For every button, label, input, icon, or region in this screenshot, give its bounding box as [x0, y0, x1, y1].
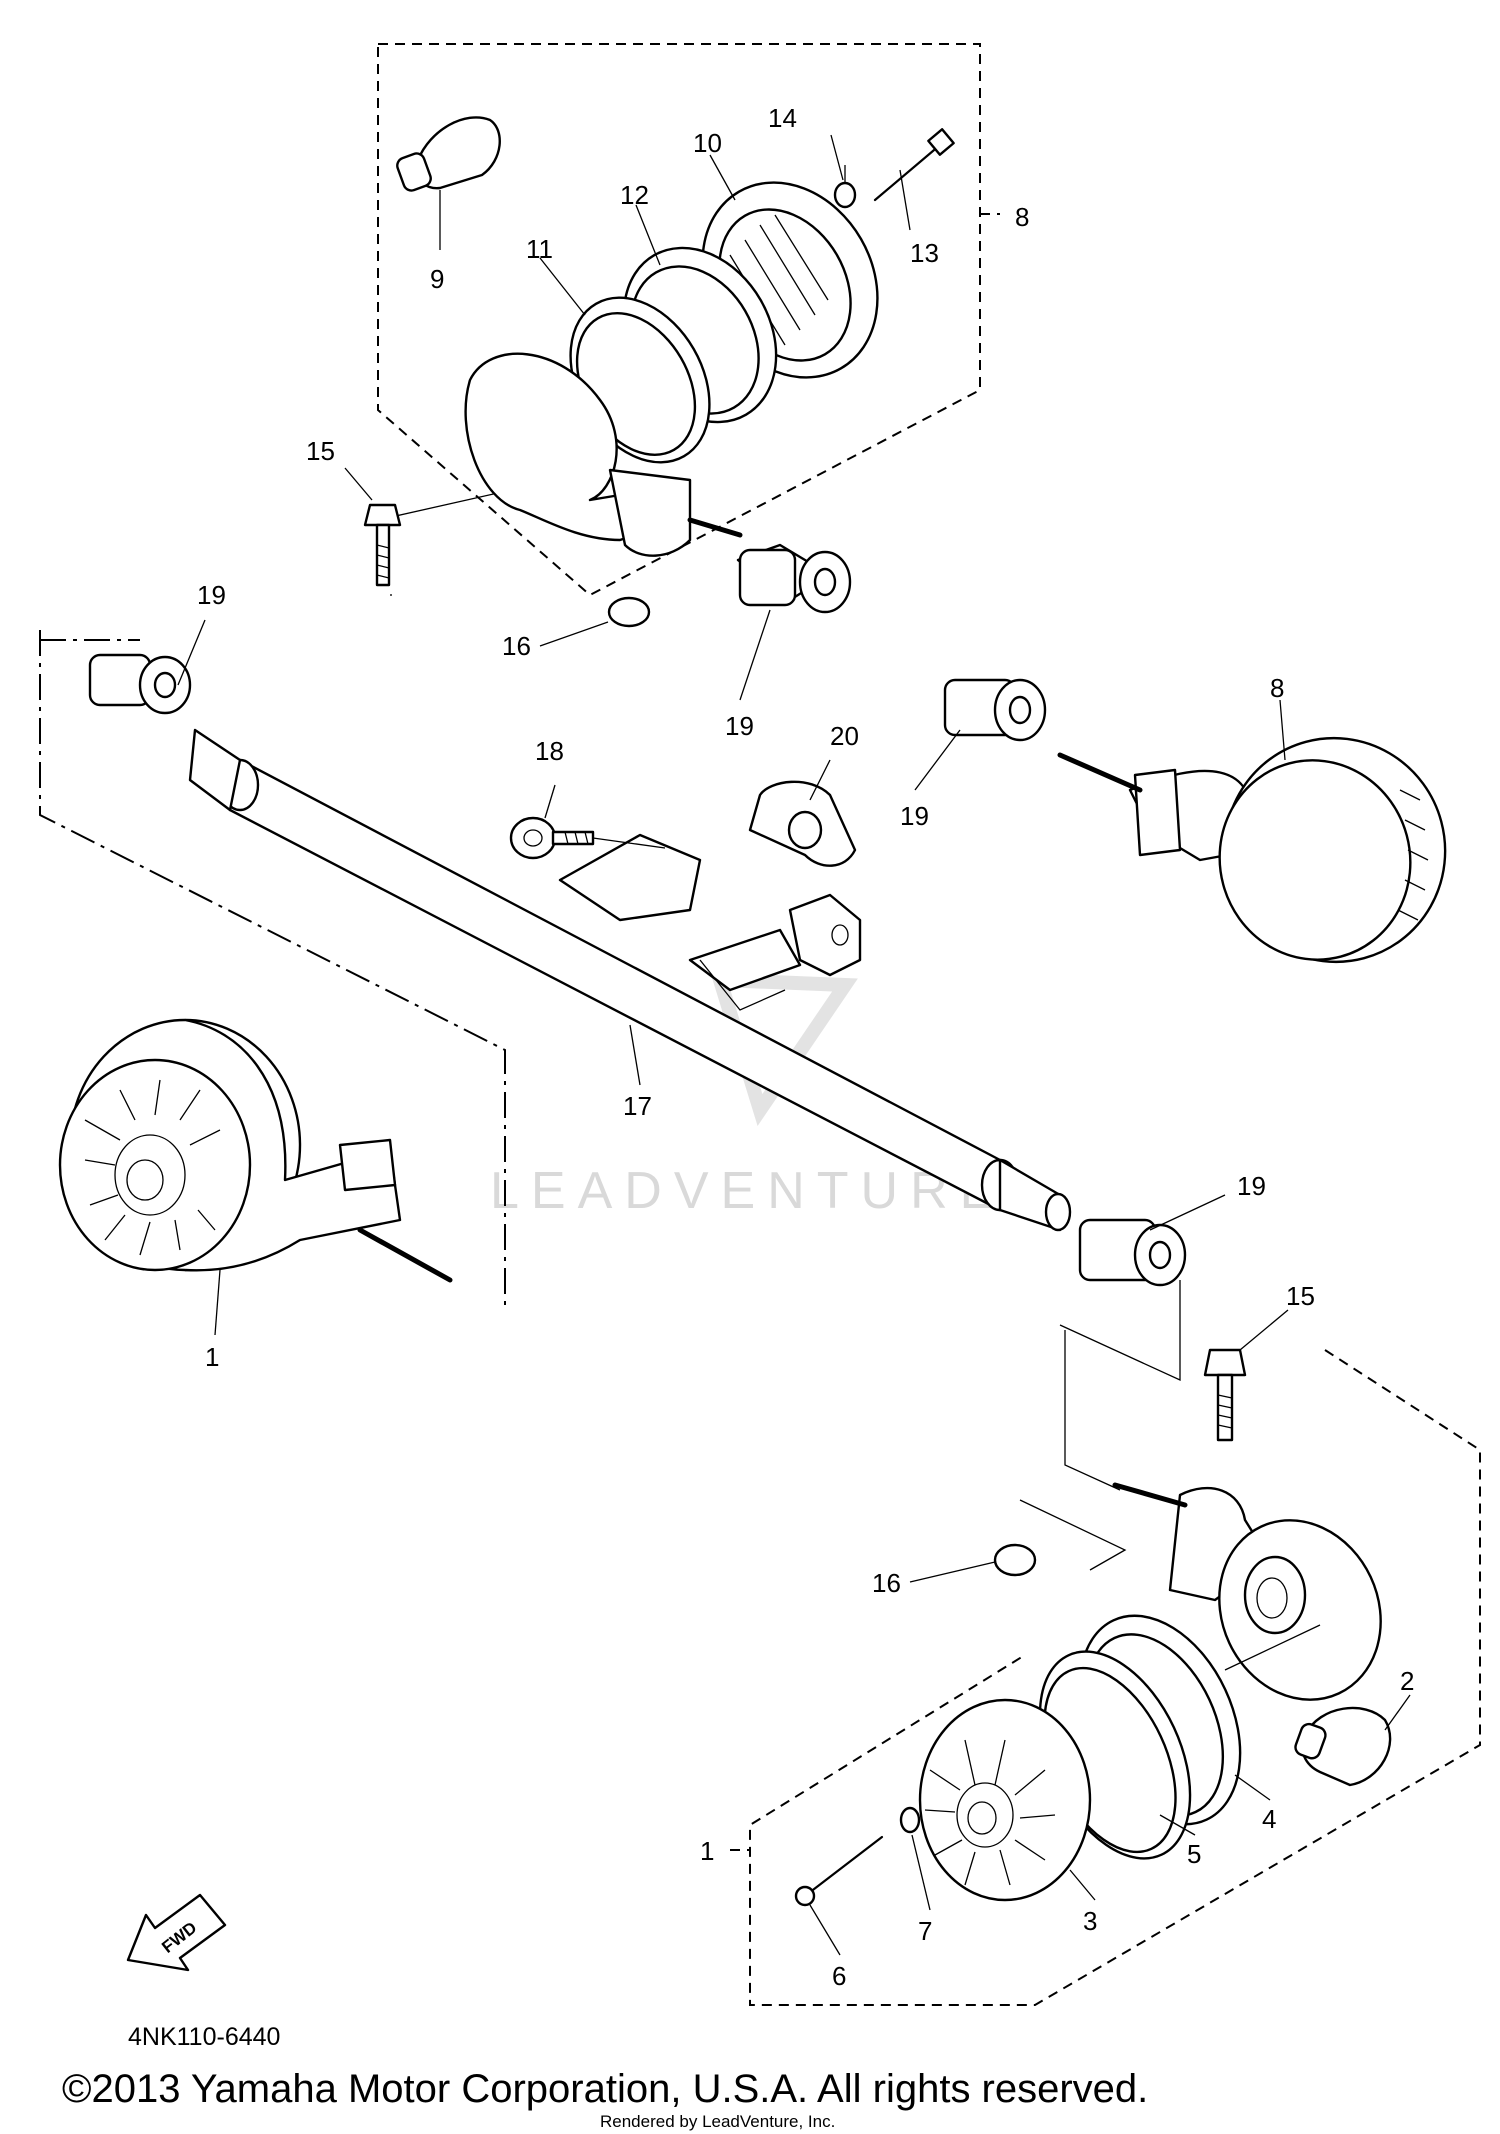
callout-14: 14	[768, 103, 797, 133]
rendered-by-notice: Rendered by LeadVenture, Inc.	[600, 2112, 835, 2131]
copyright-notice: ©2013 Yamaha Motor Corporation, U.S.A. A…	[62, 2067, 1148, 2111]
callout-1-bottom: 1	[700, 1836, 714, 1866]
callout-12: 12	[620, 180, 649, 210]
callout-18: 18	[535, 736, 564, 766]
callout-15-bottom: 15	[1286, 1281, 1315, 1311]
callout-8-top: 8	[1015, 202, 1029, 232]
bolt-15-bottom	[1203, 1348, 1247, 1442]
fwd-arrow-icon: FWD	[126, 1893, 227, 1972]
part-number-code: 4NK110-6440	[128, 2023, 280, 2051]
callout-11: 11	[526, 234, 553, 264]
callout-16-bottom: 16	[872, 1568, 901, 1598]
callout-19-left: 19	[197, 580, 226, 610]
bulb-9	[396, 116, 501, 250]
bolt-15-top	[363, 503, 402, 587]
callout-6: 6	[832, 1961, 846, 1991]
callout-10: 10	[693, 128, 722, 158]
callout-16-top: 16	[502, 631, 531, 661]
stay-bar-17	[188, 728, 1072, 1232]
callout-19-lower: 19	[1237, 1171, 1266, 1201]
screw-13	[873, 128, 955, 202]
grommet-19-left	[88, 653, 192, 715]
callout-1-left: 1	[205, 1342, 219, 1372]
screw-6	[794, 1835, 884, 1907]
callout-7: 7	[918, 1916, 932, 1946]
callout-labels: 8 9 10 11 12 13 14 15 16 19 19 18 20 19 …	[197, 103, 1414, 1991]
callout-8-right: 8	[1270, 673, 1284, 703]
washer-14	[833, 165, 857, 209]
bottom-assembly-group-box	[730, 1280, 1481, 2006]
grommet-19-top	[736, 543, 852, 614]
callout-15-top: 15	[306, 436, 335, 466]
callout-17: 17	[623, 1091, 652, 1121]
mounting-bracket	[558, 833, 862, 1011]
bottom-housing-body	[1112, 1482, 1382, 1701]
bulb-2	[1294, 1706, 1392, 1787]
callout-3: 3	[1083, 1906, 1097, 1936]
leadventure-watermark: LEADVENTURE	[490, 972, 1006, 1220]
nut-16-bottom	[993, 1543, 1037, 1577]
callout-13: 13	[910, 238, 939, 268]
callout-2: 2	[1400, 1666, 1414, 1696]
clamp-20	[748, 780, 857, 867]
washer-7	[899, 1806, 921, 1834]
leader-lines	[177, 134, 1411, 1956]
bolt-18	[509, 816, 666, 860]
lens-3	[918, 1698, 1092, 1902]
top-housing-body	[464, 352, 743, 557]
callout-19-right: 19	[900, 801, 929, 831]
grommet-19-right	[943, 678, 1047, 742]
callout-20: 20	[830, 721, 859, 751]
callout-19-top: 19	[725, 711, 754, 741]
watermark-text: LEADVENTURE	[490, 1162, 1006, 1220]
callout-4: 4	[1262, 1804, 1276, 1834]
turn-signal-1-left	[58, 1018, 453, 1283]
left-lamp-reference-box	[39, 630, 506, 1310]
callout-9: 9	[430, 264, 444, 294]
turn-signal-8-right	[1057, 736, 1447, 964]
callout-5: 5	[1187, 1839, 1201, 1869]
grommet-19-lower	[1078, 1218, 1187, 1287]
nut-16-top	[607, 596, 651, 628]
